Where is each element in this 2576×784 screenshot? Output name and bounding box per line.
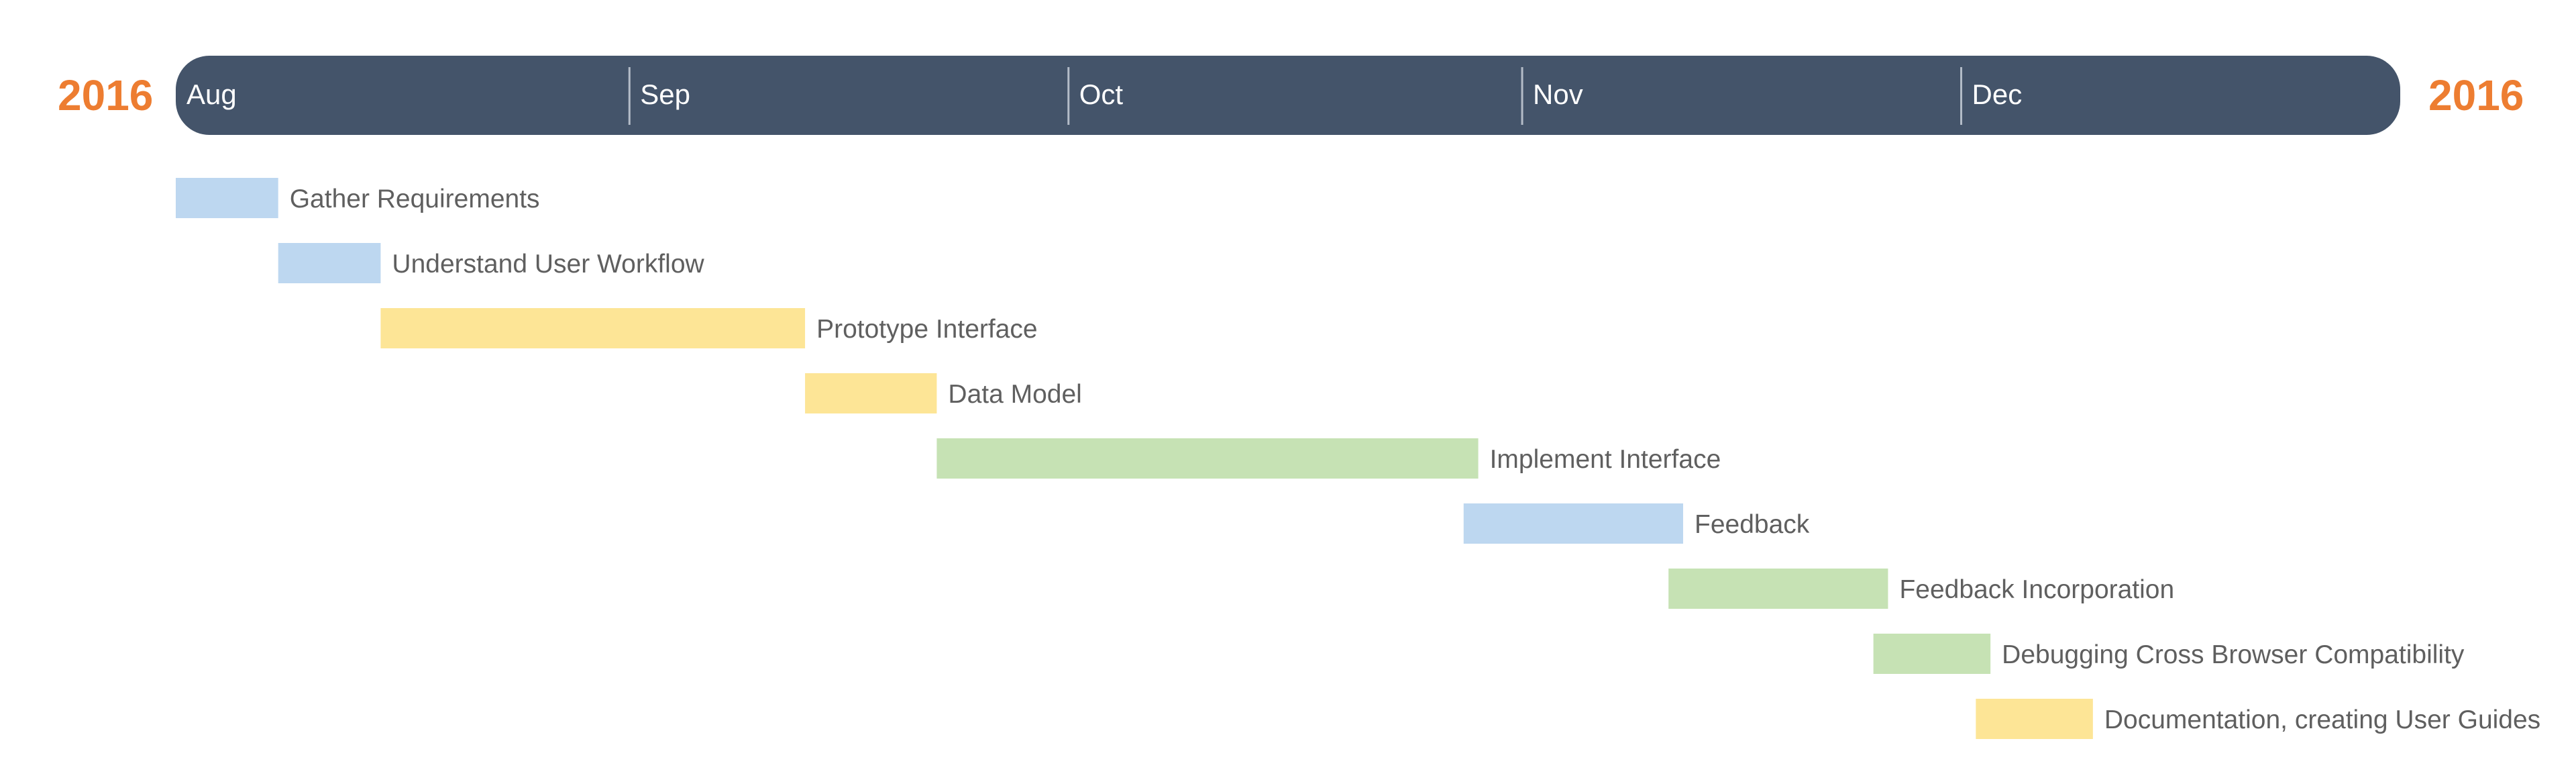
task-label: Prototype Interface: [816, 315, 1038, 344]
task-bar: [936, 438, 1479, 479]
task-label: Feedback Incorporation: [1899, 575, 2174, 604]
month-label: Sep: [640, 79, 690, 110]
task-label: Understand User Workflow: [392, 250, 704, 279]
task-bar: [1873, 634, 1991, 674]
month-label: Aug: [186, 79, 237, 110]
task-label: Gather Requirements: [290, 185, 540, 213]
timeline-axis-band: [176, 56, 2400, 135]
task-label: Feedback: [1695, 510, 1810, 539]
task-bar: [1976, 699, 2093, 739]
task-bar: [278, 243, 381, 283]
task-bar: [805, 373, 937, 413]
task-label: Data Model: [948, 380, 1081, 409]
month-label: Dec: [1972, 79, 2023, 110]
task-bar: [1463, 503, 1684, 544]
task-bar: [380, 308, 806, 348]
year-end-label: 2016: [2428, 71, 2524, 119]
task-bar: [176, 178, 278, 218]
task-bar: [1668, 569, 1888, 609]
task-label: Documentation, creating User Guides: [2104, 705, 2540, 734]
month-label: Oct: [1079, 79, 1124, 110]
task-label: Implement Interface: [1490, 445, 1721, 474]
year-start-label: 2016: [58, 71, 153, 119]
month-label: Nov: [1533, 79, 1583, 110]
task-label: Debugging Cross Browser Compatibility: [2002, 640, 2465, 669]
month-axis: Aug Sep Oct Nov Dec: [186, 67, 2022, 125]
